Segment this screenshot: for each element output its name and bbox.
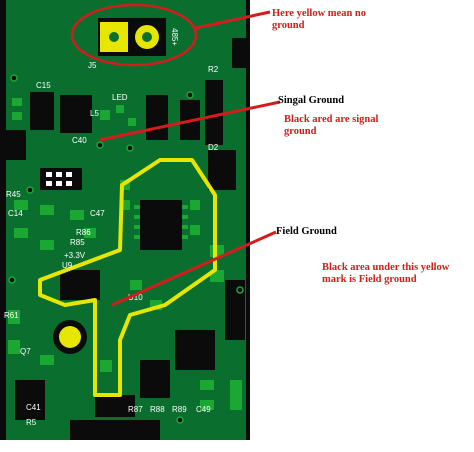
label-r61: R61 (4, 311, 19, 320)
pad (200, 400, 214, 410)
pad (8, 310, 20, 324)
via (10, 74, 18, 82)
connector-hole-1 (109, 32, 119, 42)
via (236, 286, 244, 294)
label-d2: D2 (208, 143, 219, 152)
mounting-hole-pad (59, 326, 81, 348)
signal-ground-title: Singal Ground (278, 95, 345, 106)
label-c14: C14 (8, 209, 23, 218)
pad (40, 240, 54, 250)
connector-hole-2 (142, 32, 152, 42)
pin (134, 235, 140, 239)
component-d2 (205, 80, 223, 145)
via (186, 91, 194, 99)
pad (116, 105, 124, 113)
label-r2: R2 (208, 65, 219, 74)
field-ground-title: Field Ground (276, 226, 337, 237)
component-edge-1 (232, 38, 246, 68)
component-mid (146, 95, 168, 140)
pad (46, 181, 52, 186)
label-led: LED (112, 93, 128, 102)
via (96, 141, 104, 149)
pin (182, 235, 188, 239)
pad (14, 200, 28, 210)
pad (84, 228, 96, 238)
label-r89: R89 (172, 405, 187, 414)
field-ground-note: Black area under this yellow mark is Fie… (322, 262, 450, 285)
signal-ground-note: Black ared are signal ground (284, 114, 379, 137)
pad (120, 200, 130, 210)
component-bottom-left (15, 380, 45, 420)
label-c40: C40 (72, 136, 87, 145)
board-edge-right (246, 0, 250, 440)
pcb-layout-image: J5 485+ C15 R2 L5 LED C40 C14 C47 R85 R8… (0, 0, 250, 440)
label-r85: R85 (70, 238, 85, 247)
pad (56, 181, 62, 186)
board-edge (0, 0, 6, 440)
label-u10: U10 (128, 293, 143, 302)
via (126, 144, 134, 152)
label-r86: R86 (76, 228, 91, 237)
pad (230, 380, 242, 410)
label-c47: C47 (90, 209, 105, 218)
label-c41: C41 (26, 403, 41, 412)
label-r88: R88 (150, 405, 165, 414)
component-u10 (140, 200, 182, 250)
pad (66, 172, 72, 177)
pad (66, 181, 72, 186)
pad (46, 172, 52, 177)
component-q (140, 360, 170, 398)
pad (70, 210, 84, 220)
pad (56, 172, 62, 177)
component-left (6, 130, 26, 160)
pad (40, 355, 54, 365)
pad (12, 98, 22, 106)
pad (14, 228, 28, 238)
pad (12, 112, 22, 120)
via (176, 416, 184, 424)
component-bottom-mid (95, 395, 135, 417)
label-c49: C49 (196, 405, 211, 414)
component-oscillator (40, 168, 82, 190)
pad (200, 380, 214, 390)
pad (128, 118, 136, 126)
label-v33: +3.3V (64, 251, 86, 260)
label-c15: C15 (36, 81, 51, 90)
pad (100, 110, 110, 120)
component-bottom-right (175, 330, 215, 370)
component-c15 (30, 92, 54, 130)
label-connector-right: 485+ (170, 28, 179, 46)
pin (134, 225, 140, 229)
pin (182, 215, 188, 219)
label-q7: Q7 (20, 347, 31, 356)
pad (40, 205, 54, 215)
pin (182, 205, 188, 209)
pad (190, 225, 200, 235)
pad (130, 280, 142, 290)
component-l5 (60, 95, 92, 133)
label-r5: R5 (26, 418, 37, 427)
component-mid2 (180, 100, 200, 140)
component-u9 (60, 270, 100, 300)
no-ground-note: Here yellow mean no ground (272, 8, 366, 31)
pin (182, 225, 188, 229)
label-connector-left: J5 (88, 61, 97, 70)
via (8, 276, 16, 284)
component-bottom-row (70, 420, 160, 440)
pin (134, 215, 140, 219)
label-l5: L5 (90, 109, 99, 118)
pad (190, 200, 200, 210)
pad (8, 340, 20, 354)
pad (100, 360, 112, 372)
pin (134, 205, 140, 209)
label-r45: R45 (6, 190, 21, 199)
oscillator-pads (46, 172, 72, 186)
via (26, 186, 34, 194)
component-right (208, 150, 236, 190)
label-u9: U9 (62, 261, 73, 270)
label-r87: R87 (128, 405, 143, 414)
pcb-artwork: J5 485+ C15 R2 L5 LED C40 C14 C47 R85 R8… (0, 0, 250, 440)
